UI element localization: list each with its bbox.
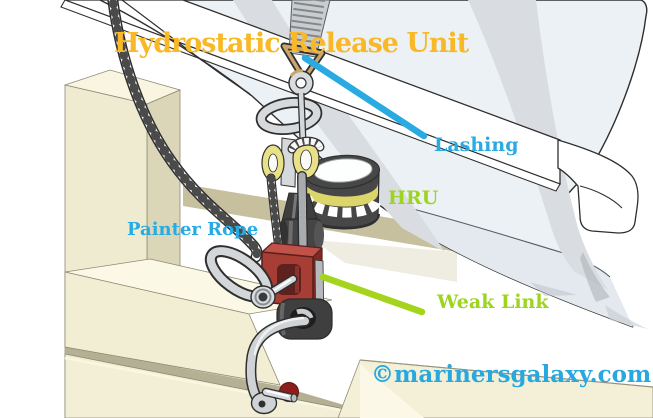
- tip-shadow-1: [580, 252, 610, 302]
- tip-shadow-3: [605, 305, 648, 329]
- rope-sheave: [261, 136, 325, 188]
- rod-threads: [298, 172, 307, 256]
- label-weak-link: Weak Link: [437, 291, 549, 313]
- bottom-beam-highlight: [64, 356, 379, 418]
- rail-front-face: [64, 271, 281, 386]
- oval-link: [255, 97, 323, 135]
- label-hru: HRU: [388, 187, 439, 209]
- lashing-pointer-line: [301, 54, 428, 140]
- painter-rope: [107, 0, 263, 263]
- bottom-beam: [64, 353, 391, 418]
- rope-tail-ticks: [267, 174, 283, 253]
- hru-yellow-band: [304, 180, 378, 207]
- watermark: ©marinersgalaxy.com: [371, 361, 652, 388]
- rope-braid-ticks: [108, 0, 261, 261]
- label-lashing: Lashing: [434, 134, 519, 156]
- release-linkage: [255, 92, 323, 143]
- page-title: Hydrostatic Release Unit: [114, 28, 469, 59]
- bottom-right-beam: [337, 359, 653, 418]
- tip-shadow-2: [530, 282, 577, 296]
- container-underside-edge: [389, 202, 611, 278]
- shackle-ring: [204, 245, 298, 309]
- container-underside: [390, 203, 633, 327]
- pointer-lines: [301, 54, 428, 316]
- label-painter-rope: Painter Rope: [127, 219, 259, 240]
- beam-shadow: [65, 347, 388, 418]
- weak-link-pointer-line: [319, 273, 426, 316]
- mounting-hook: [245, 315, 311, 415]
- strap-end-bend-line: [579, 185, 623, 209]
- strap-end-fitting: [557, 139, 639, 234]
- threaded-rod: [266, 171, 308, 257]
- bottom-right-beam-highlight: [360, 364, 424, 418]
- pale-deck-area: [313, 240, 457, 282]
- deck-cradle: [63, 69, 653, 418]
